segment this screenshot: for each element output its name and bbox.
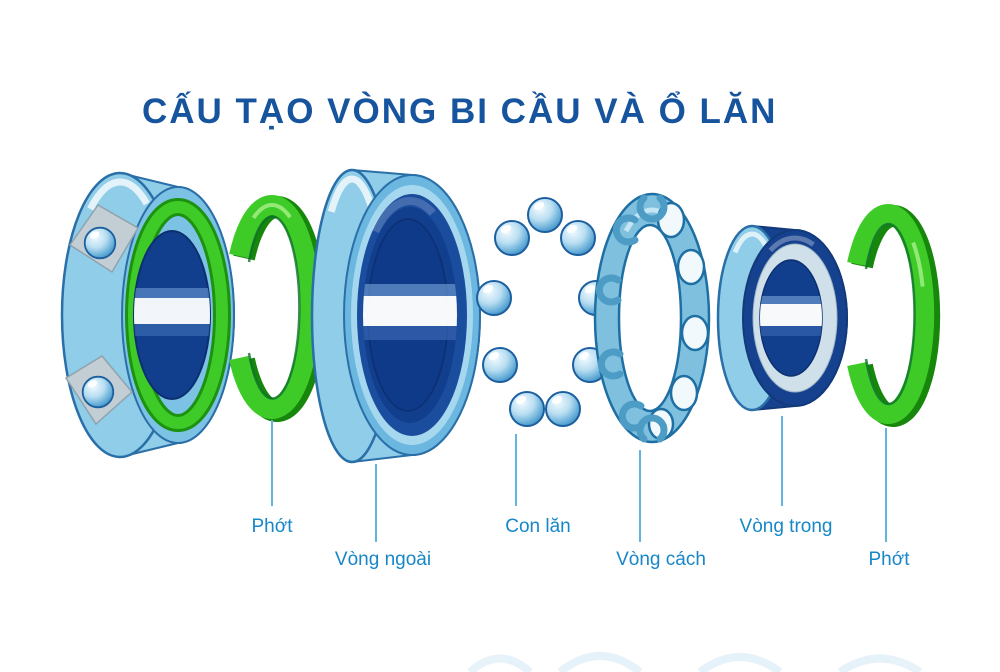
- inner-ring-illustration: [716, 224, 848, 412]
- ball-icon: [494, 220, 530, 256]
- assembled-bearing-illustration: [60, 171, 235, 459]
- cage-center-hole: [617, 223, 683, 413]
- ball-icon: [83, 226, 117, 260]
- highlight: [746, 235, 844, 401]
- cage-claw: [636, 194, 668, 223]
- ball-icon: [560, 220, 596, 256]
- highlight: [232, 203, 312, 411]
- label-cage: Vòng cách: [616, 549, 706, 570]
- label-seal-left: Phớt: [251, 516, 293, 537]
- seal-body: [847, 204, 935, 424]
- label-inner-ring: Vòng trong: [739, 516, 833, 537]
- balls-illustration: [476, 197, 614, 427]
- label-outer-ring: Vòng ngoài: [334, 549, 432, 570]
- cage-claw: [595, 274, 622, 306]
- bore-reflection: [134, 288, 210, 336]
- cage-claw: [597, 348, 624, 380]
- ball-icon: [482, 347, 518, 383]
- highlight: [355, 197, 465, 433]
- ball-icon: [476, 280, 512, 316]
- ball-icon: [527, 197, 563, 233]
- ball-icon: [509, 391, 545, 427]
- seal-inner-edge: [864, 222, 916, 406]
- cage-claw: [618, 400, 645, 432]
- highlight: [316, 175, 388, 457]
- page-title: CẤU TẠO VÒNG BI CẦU VÀ Ổ LĂN: [142, 92, 778, 131]
- cage-pocket: [669, 374, 699, 412]
- seal-left-illustration: [229, 195, 326, 422]
- highlight: [605, 207, 699, 429]
- bore-reflection: [363, 284, 457, 340]
- bore-reflection: [760, 296, 822, 336]
- seal-inner-edge: [247, 215, 301, 400]
- highlight: [722, 231, 782, 405]
- label-rollers: Con lăn: [505, 516, 571, 537]
- highlight: [67, 178, 173, 452]
- cage-pocket: [680, 314, 710, 352]
- outer-ring-illustration: [310, 168, 481, 464]
- seal-right-illustration: [847, 204, 941, 427]
- cage-claw: [636, 414, 668, 443]
- ball-icon: [545, 391, 581, 427]
- cage-claw: [612, 214, 639, 246]
- leader-lines: [271, 416, 887, 542]
- watermark: [467, 652, 923, 672]
- cage-pocket: [676, 248, 706, 286]
- ball-icon: [81, 375, 115, 409]
- cage-illustration: [593, 192, 711, 444]
- label-seal-right: Phớt: [868, 549, 910, 570]
